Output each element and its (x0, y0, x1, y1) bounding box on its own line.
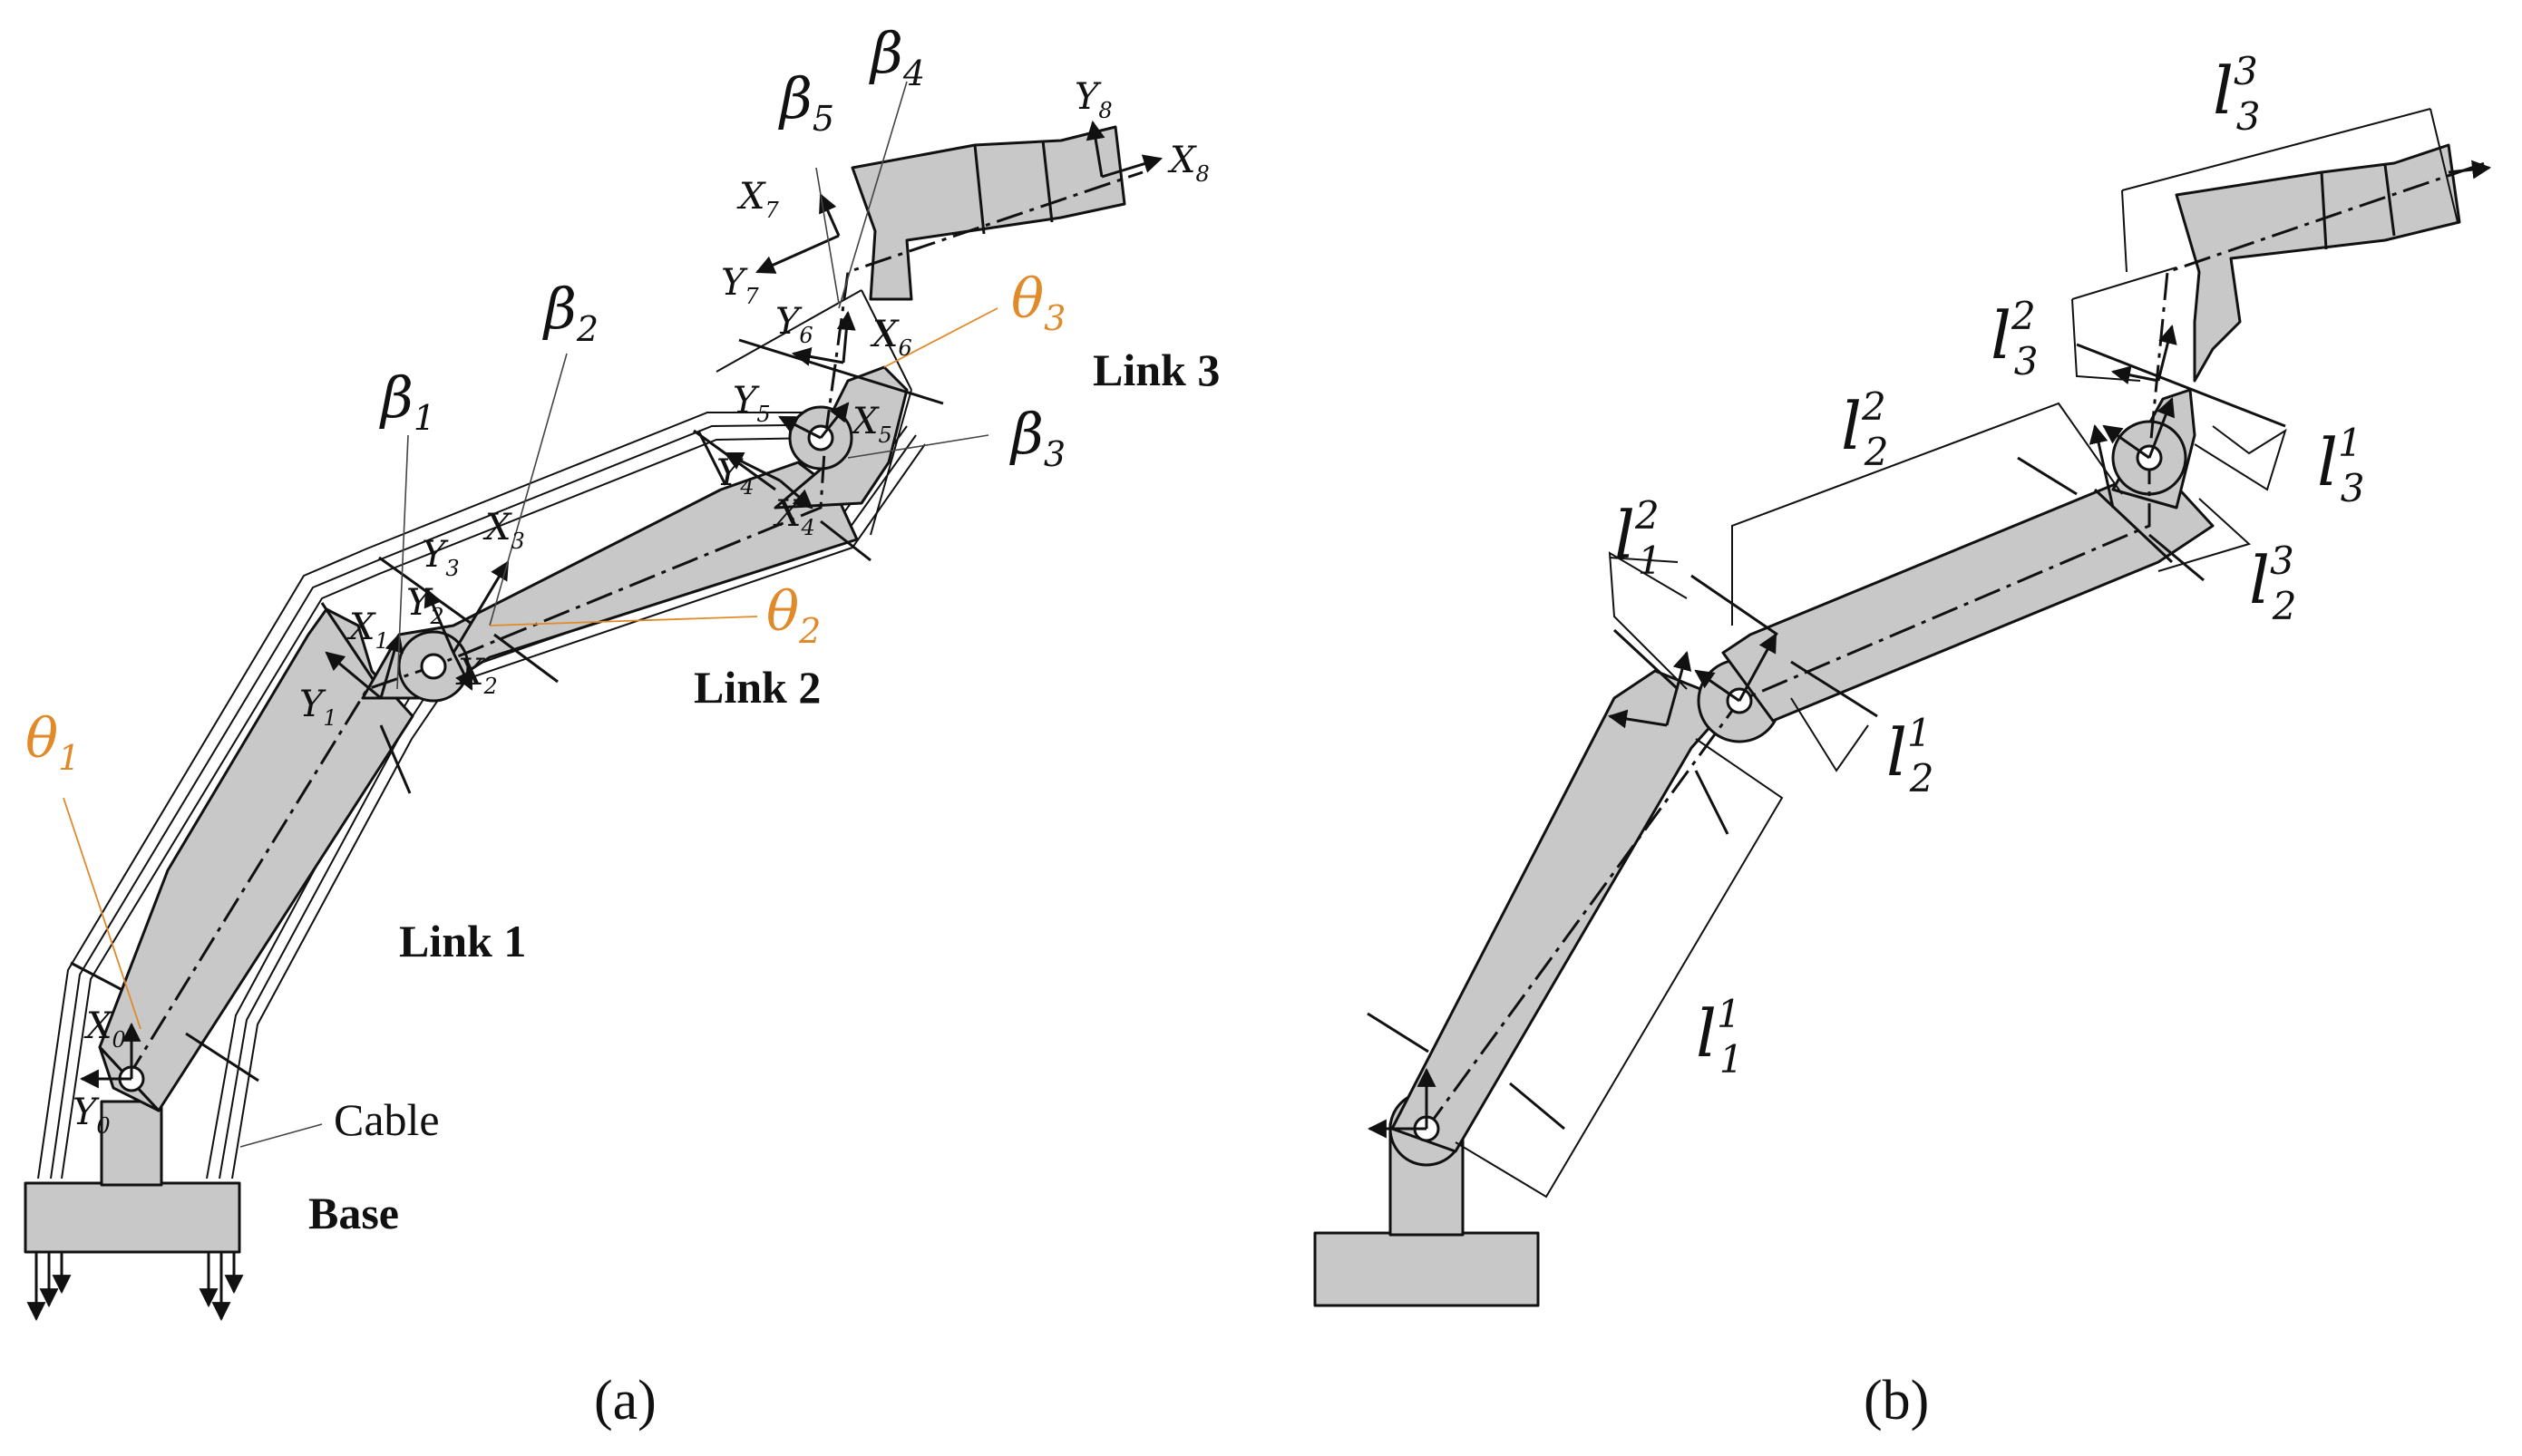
cable-anchors-a (26, 1252, 244, 1322)
label-X8: X8 (1167, 140, 1210, 187)
frames-b (1367, 160, 2492, 1139)
flange-b-1a (1367, 1012, 1429, 1053)
flange-b-2a (1690, 574, 1778, 636)
leader-theta3 (883, 307, 998, 368)
flange-2b (493, 633, 559, 684)
link3-body-b (2111, 143, 2461, 510)
label-beta4: β4 (869, 20, 925, 93)
label-Y7: Y7 (721, 262, 759, 309)
label-X3: X3 (482, 507, 525, 554)
label-theta2: θ2 (766, 580, 821, 651)
link3-frame-a (716, 289, 862, 373)
label-cable: Cable (334, 1094, 440, 1145)
label-beta3: β3 (1009, 401, 1066, 474)
cables-a (37, 412, 926, 1179)
label-X7: X7 (736, 176, 779, 223)
label-theta1: θ1 (25, 707, 80, 778)
leader-theta2 (489, 616, 758, 626)
label-Y4: Y4 (716, 452, 755, 500)
leader-beta2 (489, 353, 568, 626)
label-X0: X0 (83, 1005, 126, 1053)
label-Y0: Y0 (73, 1092, 111, 1139)
flange-2c (696, 430, 727, 486)
flange-2d (820, 519, 872, 562)
label-theta3: θ3 (1011, 267, 1066, 338)
label-link1: Link 1 (399, 916, 526, 966)
label-link2: Link 2 (694, 662, 821, 713)
label-Y8: Y8 (1075, 76, 1113, 123)
label-beta1: β1 (379, 364, 435, 438)
label-X2: X2 (455, 652, 498, 699)
label-Y3: Y3 (422, 534, 460, 581)
leader-cable (239, 1123, 323, 1148)
leader-beta1 (396, 434, 409, 690)
flange-b-1b (1509, 1082, 1565, 1131)
base-b (1313, 1091, 1540, 1307)
label-X6: X6 (870, 314, 912, 361)
base-a (24, 1100, 241, 1254)
joint-pin-1 (420, 653, 447, 680)
dimension-lines-b (1455, 108, 2459, 1199)
panel-a: Link 1 Link 2 Link 3 Base Cable β1 β2 β3… (24, 20, 1220, 1432)
flange-b-2b (1790, 660, 1878, 718)
flange-b-3a (2076, 343, 2286, 428)
flange-b-1d (1694, 770, 1729, 835)
label-X4: X4 (773, 493, 815, 540)
label-X5: X5 (850, 401, 892, 448)
link2-body-b (1721, 470, 2215, 723)
leader-beta5 (815, 167, 840, 305)
flange-b-1c (1612, 628, 1680, 691)
flange-b-3b (2093, 488, 2174, 564)
caption-a: (a) (594, 1370, 657, 1432)
leader-beta3 (847, 434, 989, 459)
label-base: Base (308, 1188, 399, 1238)
label-Y1: Y1 (299, 684, 337, 731)
flange-1d (379, 724, 412, 794)
label-Y6: Y6 (775, 301, 813, 348)
leader-beta4 (838, 81, 908, 309)
label-beta2: β2 (542, 276, 599, 349)
label-Y2: Y2 (406, 582, 444, 629)
centerline-a (125, 170, 1144, 1080)
label-X1: X1 (346, 607, 389, 654)
flange-b-2d (2148, 533, 2205, 582)
flange-1b (185, 1032, 259, 1082)
caption-b: (b) (1864, 1370, 1929, 1432)
label-Y5: Y5 (733, 380, 771, 427)
flange-1a (70, 961, 123, 992)
flange-b-2c (2017, 456, 2078, 496)
flange-1c (320, 602, 378, 685)
label-beta5: β5 (778, 65, 834, 139)
label-link3: Link 3 (1093, 345, 1220, 395)
centerline-b (1425, 161, 2486, 1130)
link3-body-a (774, 125, 1126, 510)
flange-3a (738, 338, 944, 405)
frames-a (79, 120, 1164, 1089)
leader-theta1 (63, 797, 141, 1030)
